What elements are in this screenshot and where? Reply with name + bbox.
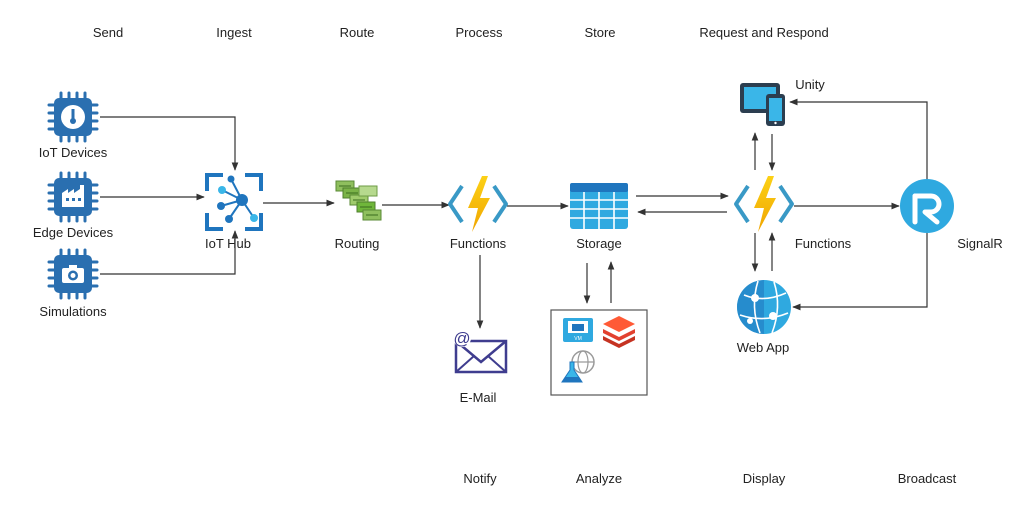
storage-table-icon <box>570 183 628 229</box>
edge-devices-label: Edge Devices <box>32 225 114 240</box>
at-sign-icon: @ <box>453 329 470 348</box>
signalr-icon <box>900 179 954 233</box>
routing-label: Routing <box>334 236 380 251</box>
signalr-to-webapp-arrow <box>792 232 928 311</box>
iot-hub-label: IoT Hub <box>204 236 252 251</box>
signalr-to-unity-arrow <box>789 98 928 180</box>
stage-request-respond-label: Request and Respond <box>699 25 829 40</box>
stage-process-label: Process <box>455 25 503 40</box>
simulations-label: Simulations <box>39 304 107 319</box>
virtual-machine-icon: VM <box>563 318 593 342</box>
stage-send-label: Send <box>92 25 124 40</box>
unity-label: Unity <box>795 77 825 92</box>
email-label: E-Mail <box>459 390 497 405</box>
databricks-icon <box>603 316 635 348</box>
routing-icon <box>335 180 382 221</box>
iot-device-chip-icon <box>47 91 99 143</box>
stage-broadcast-label: Broadcast <box>897 471 957 486</box>
stage-analyze-label: Analyze <box>575 471 623 486</box>
machine-learning-icon <box>561 350 595 383</box>
signalr-label: SignalR <box>957 236 1003 251</box>
storage-label: Storage <box>576 236 622 251</box>
stage-store-label: Store <box>584 25 616 40</box>
functions-process-label: Functions <box>449 236 507 251</box>
vm-badge-text: VM <box>574 336 582 342</box>
web-app-globe-icon <box>737 280 791 334</box>
iot-devices-label: IoT Devices <box>38 145 108 160</box>
iot-hub-icon <box>205 173 263 231</box>
web-app-label: Web App <box>736 340 790 355</box>
analytics-group: VM <box>550 309 648 396</box>
simulation-chip-icon <box>47 248 99 300</box>
stage-display-label: Display <box>742 471 786 486</box>
edge-device-chip-icon <box>47 171 99 223</box>
functions-respond-icon <box>734 176 794 232</box>
stage-ingest-label: Ingest <box>216 25 252 40</box>
email-envelope-icon: @ <box>453 329 508 374</box>
functions-respond-label: Functions <box>794 236 852 251</box>
iot-devices-to-hub-arrow <box>100 116 239 171</box>
unity-devices-icon <box>740 83 785 126</box>
stage-route-label: Route <box>339 25 375 40</box>
functions-process-icon <box>448 176 508 232</box>
simulations-to-hub-arrow <box>100 230 239 275</box>
stage-notify-label: Notify <box>463 471 497 486</box>
